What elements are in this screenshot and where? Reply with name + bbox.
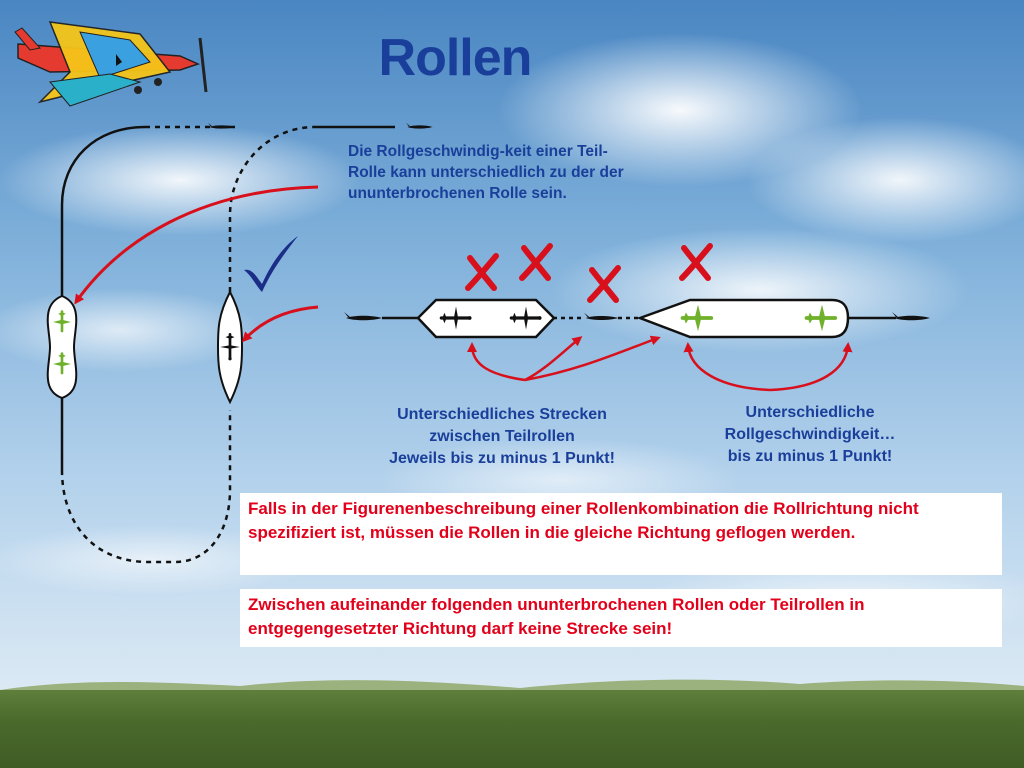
sky-background [0,0,1024,690]
cross-mark-icon [587,265,621,303]
caption-left-line2: zwischen Teilrollen [429,428,575,445]
rule-box-direction: Falls in der Figurenenbeschreibung einer… [240,493,1002,575]
cross-mark-icon [465,253,499,291]
grass-ground [0,690,1024,768]
caption-left-line1: Unterschiedliches Strecken [397,406,607,423]
roll-rate-note: Die Rollgeschwindig-keit einer Teil-Roll… [348,143,624,202]
caption-right-line1: Unterschiedliche [745,404,875,421]
cross-mark-icon [679,243,713,281]
aerobatic-plane-logo-icon [14,21,208,107]
caption-right: Unterschiedliche Rollgeschwindigkeit… bi… [690,402,930,468]
caption-left-line3: Jeweils bis zu minus 1 Punkt! [389,450,615,467]
checkmark-icon [244,236,298,292]
cross-mark-icon [519,243,553,281]
page-title: Rollen [378,29,533,87]
caption-right-line3: bis zu minus 1 Punkt! [727,448,893,465]
caption-left: Unterschiedliches Strecken zwischen Teil… [352,404,652,470]
caption-right-line2: Rollgeschwindigkeit… [724,426,896,443]
rule-box-opposite: Zwischen aufeinander folgenden ununterbr… [240,589,1002,647]
